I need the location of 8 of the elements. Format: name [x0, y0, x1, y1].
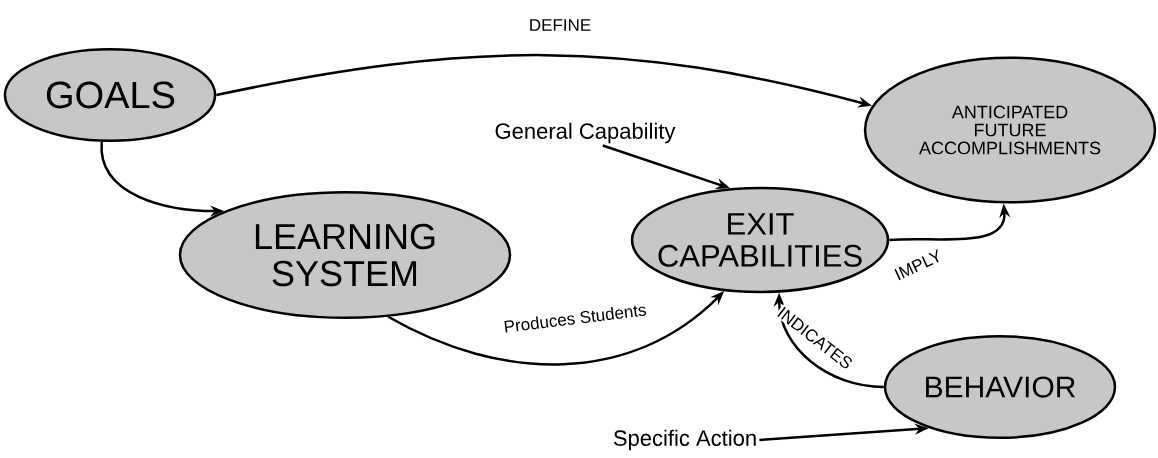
node-text: Specific Action — [613, 429, 756, 451]
ellipse-node: GOALS — [3, 48, 217, 142]
edge-label: DEFINE — [527, 18, 593, 32]
ellipse-node: BEHAVIOR — [883, 334, 1117, 440]
ellipse-node: EXIT CAPABILITIES — [630, 186, 890, 294]
ellipse-node: LEARNING SYSTEM — [178, 191, 512, 319]
ellipse-node: ANTICIPATED FUTURE ACCOMPLISHMENTS — [863, 56, 1157, 204]
node-text: General Capability — [495, 122, 676, 144]
